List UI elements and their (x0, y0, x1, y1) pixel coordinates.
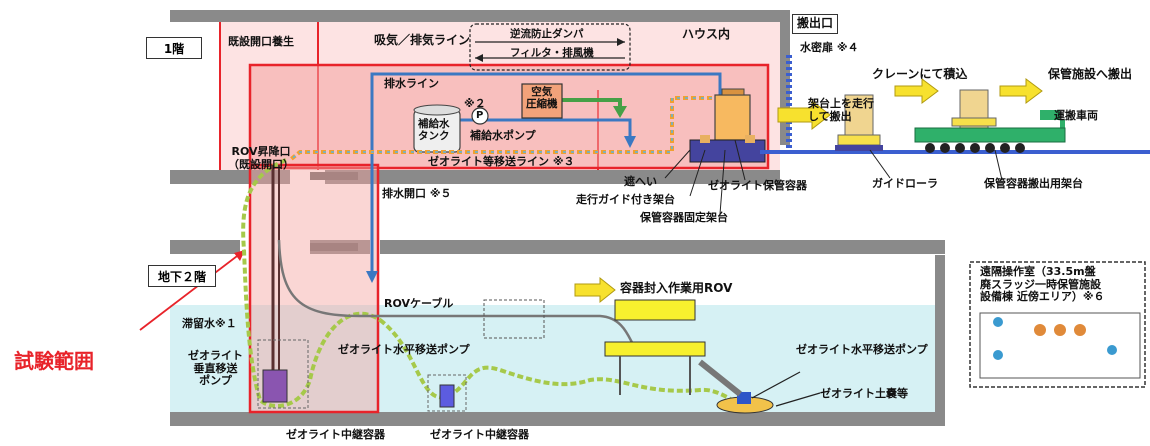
outside-cart-1 (835, 94, 883, 151)
transport-vehicle-label: 運搬車両 (1054, 109, 1098, 122)
makeup-pump-label: 補給水ポンプ (470, 129, 536, 142)
zeolite-horizontal-pump-b-label: ゼオライト水平移送ポンプ (796, 343, 928, 356)
shield-label: 遮へい (624, 175, 657, 188)
drain-opening-label: 排水開口 ※５ (382, 187, 452, 200)
house-inside-label: ハウス内 (682, 27, 731, 41)
move-on-stand-label: 架台上を走行 して搬出 (808, 97, 874, 123)
zeolite-transfer-line-label: ゼオライト等移送ライン ※３ (428, 155, 575, 168)
note2-label: ※２ (464, 97, 486, 110)
container-rov-label: 容器封入作業用ROV (620, 281, 733, 295)
makeup-pump-symbol: P (476, 110, 484, 121)
watertight-door-label: 水密扉 ※４ (800, 41, 859, 54)
test-scope-label: 試験範囲 (14, 349, 94, 373)
process-arrows (574, 78, 1043, 304)
intake-exhaust-label: 吸気／排気ライン (374, 33, 471, 47)
storage-vessel-stand-label: 保管容器固定架台 (640, 211, 728, 224)
stagnant-water-label: 滞留水※１ (182, 317, 237, 330)
filter-fan-label: フィルタ・排風機 (510, 47, 594, 59)
remote-room-label: 遠隔操作室（33.5m盤 廃スラッジ一時保管施設 設備棟 近傍エリア）※６ (980, 265, 1105, 304)
to-storage-label: 保管施設へ搬出 (1048, 67, 1133, 81)
travel-guide-stand-label: 走行ガイド付き架台 (576, 193, 675, 206)
travel-guide-stand (689, 139, 766, 163)
zeolite-horizontal-pump-a-label: ゼオライト水平移送ポンプ (338, 343, 470, 356)
guide-roller-label: ガイドローラ (872, 177, 938, 190)
b2-water (170, 305, 935, 412)
zeolite-storage-vessel-label: ゼオライト保管容器 (708, 179, 807, 192)
relay-vessel-a-label: ゼオライト中継容器 (286, 428, 385, 441)
container-rov (604, 299, 706, 395)
building-structure (170, 10, 945, 426)
air-compressor-label: 空気 圧縮機 (526, 86, 558, 111)
unload-port-label: 搬出口 (792, 14, 839, 34)
relay-vessel-b-label: ゼオライト中継容器 (430, 428, 529, 441)
zeolite-sandbag-label: ゼオライト土嚢等 (820, 387, 908, 400)
zeolite-vertical-pump (262, 369, 288, 403)
check-damper-label: 逆流防止ダンパ (510, 28, 584, 40)
zeolite-vertical-pump-label: ゼオライト 垂直移送 ポンプ (188, 349, 243, 388)
floor1-label: 1階 (146, 37, 202, 59)
air-compressor (521, 83, 563, 119)
existing-opening-cover-label: 既設開口養生 (228, 35, 294, 48)
rov-hatch-label: ROV昇降口 （既設開口） (228, 145, 294, 171)
makeup-tank (413, 104, 461, 153)
b2-label: 地下２階 (148, 265, 216, 287)
makeup-pump-icon (471, 107, 489, 125)
transport-vehicle (914, 89, 1066, 153)
zeolite-storage-vessel (714, 88, 751, 141)
crane-load-label: クレーンにて積込 (872, 67, 968, 81)
makeup-tank-label: 補給水 タンク (418, 118, 450, 143)
container-unload-stand-label: 保管容器搬出用架台 (984, 177, 1083, 190)
drain-line-label: 排水ライン (384, 77, 439, 90)
rov-cable-label: ROVケーブル (384, 297, 454, 310)
